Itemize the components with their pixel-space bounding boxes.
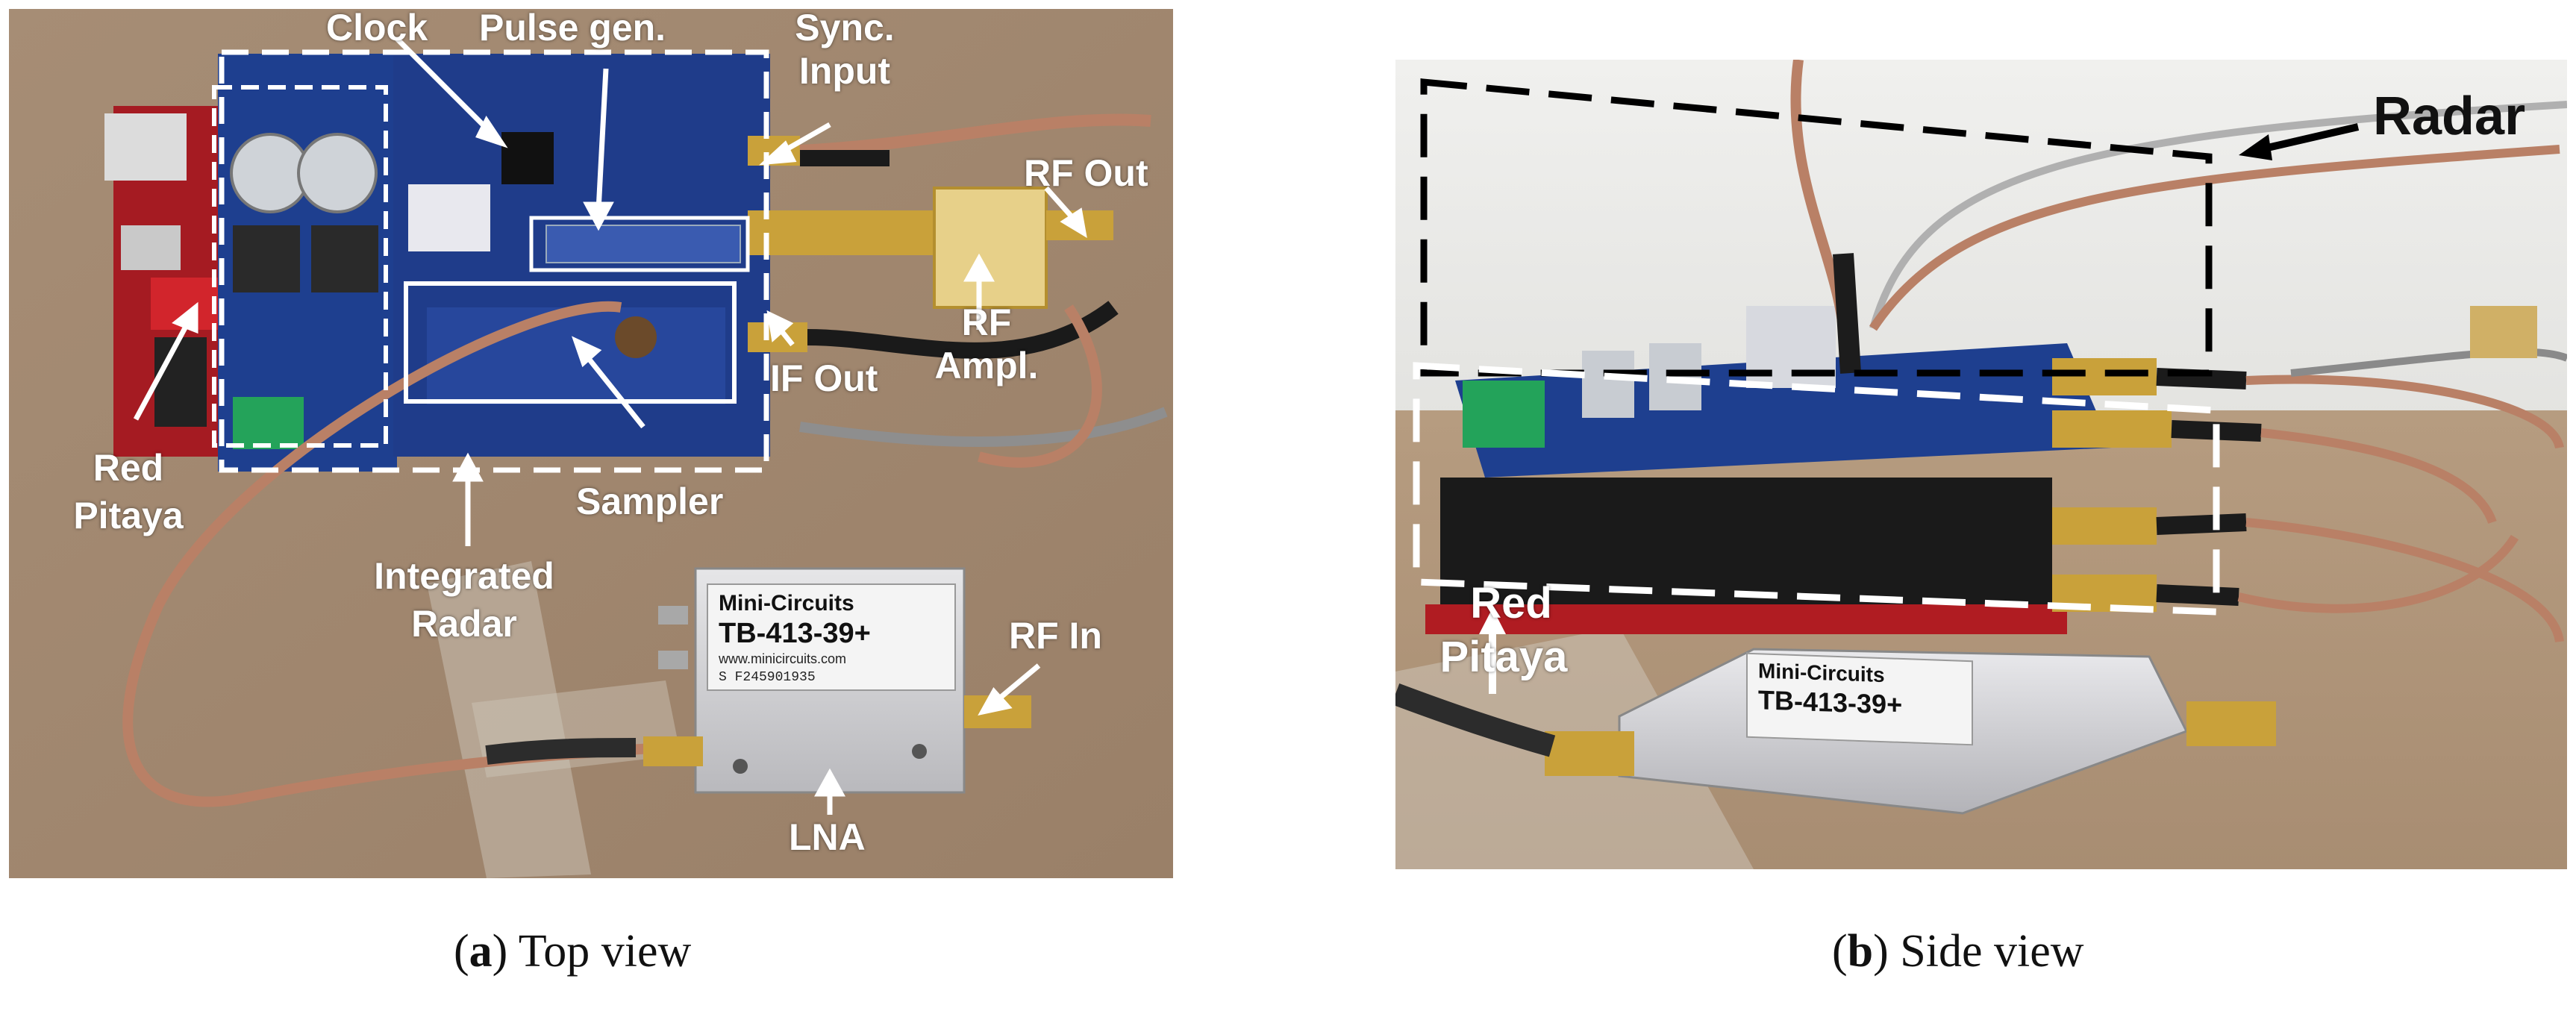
screw (912, 744, 927, 759)
tape-strip (427, 561, 591, 878)
label-rf-ampl: RF Ampl. (934, 304, 1039, 384)
capacitor (297, 133, 378, 213)
cable (799, 113, 1151, 157)
label-pulse-gen: Pulse gen. (479, 9, 666, 48)
cable-sleeve (1833, 253, 1861, 374)
label-red-pitaya-side: Red Pitaya (1429, 582, 1578, 679)
caption-a: (a) Top view (454, 926, 692, 977)
lna-website: www.minicircuits.com (719, 651, 847, 666)
lna-brand: Mini-Circuits (719, 591, 854, 616)
label-rf-ampl-line2: Ampl. (934, 345, 1039, 386)
lna-sticker: Mini-Circuits TB-413-39+ www.minicircuit… (707, 583, 956, 691)
caption-b: (b) Side view (1832, 926, 2084, 977)
inductor (233, 225, 300, 292)
label-lna: LNA (789, 816, 866, 858)
panel-side-view: Mini-Circuits TB-413-39+ Radar Red Pitay… (1395, 60, 2567, 869)
lna-model: TB-413-39+ (719, 618, 871, 649)
integrated-radar-box (219, 49, 769, 473)
capacitor (1582, 351, 1634, 418)
sma-connector (2052, 358, 2157, 395)
label-sync-input-line1: Sync. (795, 9, 895, 48)
lna-model-side: TB-413-39+ (1758, 684, 1903, 720)
red-pitaya-box (212, 85, 388, 448)
heatsink (408, 184, 490, 251)
rf-amplifier-board (2470, 306, 2537, 358)
label-if-out: IF Out (770, 357, 878, 399)
cable-sleeve (485, 738, 637, 765)
red-pitaya-box-side (1413, 362, 2220, 616)
label-red-pitaya: Red Pitaya (69, 449, 188, 534)
label-red-pitaya-side-line1: Red (1470, 579, 1552, 627)
sampler-connector (615, 316, 657, 358)
lna-serial: S F245901935 (719, 670, 816, 685)
label-red-pitaya-line1: Red (93, 447, 164, 489)
sma-connector (2052, 410, 2172, 448)
cable (1869, 145, 2560, 331)
power-pin (658, 606, 688, 625)
gray-cable (799, 407, 1168, 447)
cable-sleeve (807, 301, 1119, 359)
label-integrated-radar-line2: Radar (411, 603, 517, 645)
side-view-photo (1395, 60, 2567, 869)
gray-cable (1869, 101, 2567, 330)
sampler-box (404, 281, 737, 404)
label-rf-ampl-line1: RF (961, 301, 1012, 343)
radar-box (1420, 78, 2213, 377)
sampler-area (427, 307, 725, 404)
sma-lna-in (643, 736, 703, 766)
cable-sleeve (1395, 683, 1556, 757)
pulse-gen-trace (545, 225, 741, 263)
inductor (311, 225, 378, 292)
sma-lna-out (2186, 701, 2276, 746)
label-rf-out: RF Out (1024, 152, 1148, 194)
label-sampler: Sampler (576, 481, 724, 522)
label-sync-input-line2: Input (798, 50, 891, 92)
caption-a-letter: a (469, 926, 493, 977)
usb-port (121, 225, 181, 270)
caption-b-letter: b (1847, 926, 1874, 977)
red-pitaya-pcb (1425, 604, 2067, 634)
label-radar: Radar (2373, 87, 2526, 146)
pulse-gen-box (529, 216, 750, 272)
screw (733, 759, 748, 774)
cable (978, 304, 1102, 468)
label-clock: Clock (326, 9, 428, 48)
terminal-block (233, 397, 304, 449)
caption-a-text: Top view (518, 926, 692, 977)
sma-connector (2052, 507, 2157, 545)
annotation-arrows (133, 37, 1087, 815)
label-integrated-radar: Integrated Radar (352, 557, 576, 642)
ethernet-port (104, 113, 187, 181)
sma-lna-in (1545, 731, 1634, 776)
label-rf-in: RF In (1009, 615, 1102, 657)
sd-slot (154, 337, 207, 427)
terminal-block (1463, 381, 1545, 448)
panel-top-view: Mini-Circuits TB-413-39+ www.minicircuit… (9, 9, 1173, 878)
caption-b-text: Side view (1900, 926, 2084, 977)
power-pin (658, 651, 688, 669)
clock-chip (501, 132, 554, 184)
coax-cable-group (2237, 375, 2564, 643)
rf-amplifier-board (933, 187, 1048, 309)
label-red-pitaya-line2: Pitaya (73, 495, 184, 536)
label-integrated-radar-line1: Integrated (374, 555, 554, 597)
label-red-pitaya-side-line2: Pitaya (1439, 633, 1568, 681)
top-view-photo (9, 9, 1173, 878)
long-cable (122, 301, 666, 807)
lna-sticker-side: Mini-Circuits TB-413-39+ (1746, 652, 1973, 746)
label-sync-input: Sync. Input (793, 9, 897, 90)
annotation-arrows (1479, 123, 2360, 694)
